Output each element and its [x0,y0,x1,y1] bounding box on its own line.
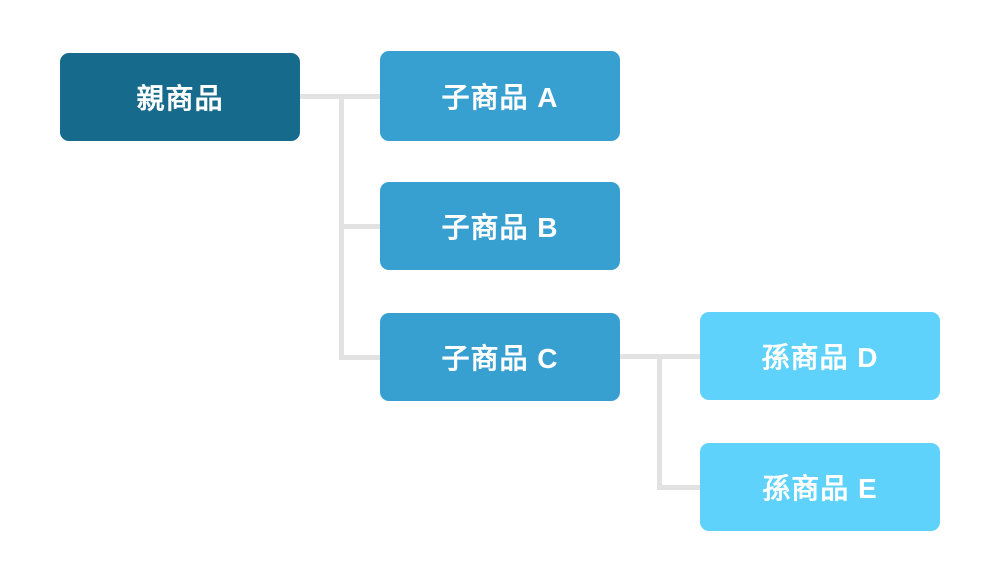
node-child-product-a-label: 子商品 A [441,82,559,113]
node-grandchild-product-d-label: 孫商品 D [761,342,879,373]
node-grandchild-product-e-label: 孫商品 E [762,473,878,504]
node-parent-product: 親商品 [60,53,300,141]
edge-trunk-to-child-c [339,355,380,360]
node-child-product-b: 子商品 B [380,182,620,270]
node-child-product-a: 子商品 A [380,51,620,141]
edge-child-c-grandchildren-trunk [657,354,662,490]
node-child-product-c-label: 子商品 C [441,343,559,374]
node-grandchild-product-e: 孫商品 E [700,443,940,531]
node-child-product-c: 子商品 C [380,313,620,401]
edge-trunk-to-child-b [339,224,380,229]
edge-trunk-to-grandchild-e [657,485,700,490]
node-grandchild-product-d: 孫商品 D [700,312,940,400]
node-child-product-b-label: 子商品 B [441,212,559,243]
node-parent-product-label: 親商品 [136,83,224,114]
